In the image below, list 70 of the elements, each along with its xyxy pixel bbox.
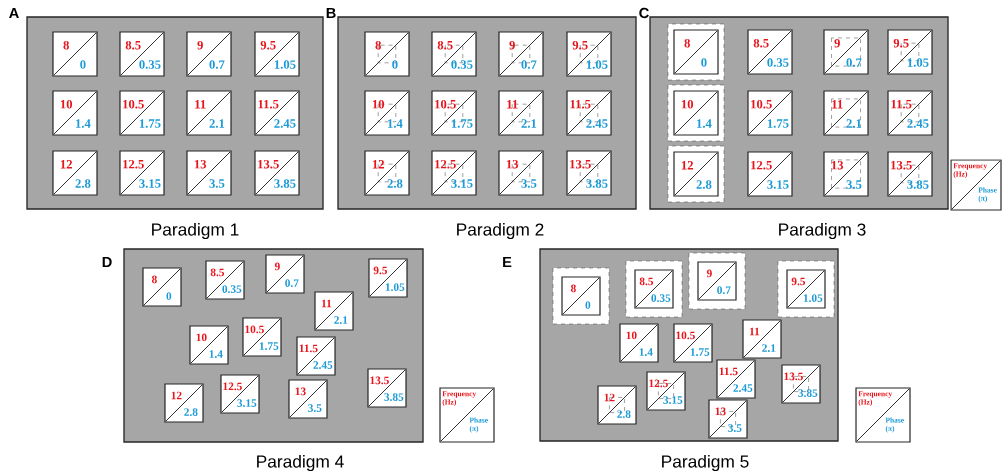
panel-letter: D [102,256,112,268]
stimulus-square: 10 1.4 [619,323,659,363]
panel-letter: A [9,7,19,19]
panel-caption: Paradigm 4 [257,454,344,472]
stimulus-square: 11.5 2.45 [716,359,756,399]
stimulus-square: 13.5 3.85 [367,368,407,408]
stimulus-square: 9.5 1.05 [254,31,300,77]
stimulus-square: 10 1.4 [52,90,98,136]
stimulus-square: 8 0 [552,267,610,325]
stimulus-square: 12 2.8 [667,145,725,203]
panel-caption: Paradigm 5 [662,454,749,472]
stimulus-square: 13 3.5 [186,150,232,196]
stimulus-square: 12 2.8 [52,150,98,196]
stimulus-square: 8.5 0.35 [205,260,245,300]
panel-caption: Paradigm 2 [457,222,544,240]
stimulus-square: 11.5 2.45 [296,336,336,376]
stimulus-square: 13 3.5 [823,151,869,197]
stimulus-square: 12.5 3.15 [119,150,165,196]
stimulus-square: 13 3.5 [498,150,544,196]
stimulus-square: 11 2.1 [823,90,869,136]
stimulus-square: 9.5 1.05 [777,260,835,318]
stimulus-square: 10.5 1.75 [747,90,793,136]
stimulus-square: 13.5 3.85 [566,150,612,196]
stimulus-square: 8.5 0.35 [747,29,793,75]
stimulus-square: 10 1.4 [364,90,410,136]
stimulus-square: 13 3.5 [708,399,748,439]
stimulus-square: 12 2.8 [597,385,637,425]
stimulus-square: 9 0.7 [498,31,544,77]
stimulus-square: 9.5 1.05 [368,258,408,298]
stimulus-square: 8 0 [142,267,182,307]
stimulus-square: 10.5 1.75 [242,317,282,357]
stimulus-square: 8.5 0.35 [431,31,477,77]
stimulus-square: 13.5 3.85 [781,364,821,404]
stimulus-square: 9.5 1.05 [566,31,612,77]
stimulus-square: 9 0.7 [265,254,305,294]
panel-caption: Paradigm 1 [152,222,239,240]
stimulus-square: 12.5 3.15 [220,374,260,414]
stimulus-square: 9 0.7 [823,29,869,75]
stimulus-square: 11 2.1 [498,90,544,136]
stimulus-square: 11 2.1 [186,90,232,136]
stimulus-square: 10 1.4 [189,325,229,365]
stimulus-square: 9 0.7 [688,252,746,310]
stimulus-square: 12 2.8 [364,150,410,196]
stimulus-square: 11.5 2.45 [887,90,933,136]
stimulus-square: 10.5 1.75 [119,90,165,136]
panel-caption: Paradigm 3 [779,222,866,240]
stimulus-square: 13.5 3.85 [887,151,933,197]
panel-letter: E [503,256,512,268]
stimulus-square: 12.5 3.15 [646,371,686,411]
stimulus-square: 9 0.7 [186,31,232,77]
stimulus-square: 8.5 0.35 [119,31,165,77]
stimulus-square: 8 0 [52,31,98,77]
stimulus-square: 8 0 [667,23,725,81]
panel-letter: C [639,7,649,19]
panel-letter: B [326,7,336,19]
stimulus-square: 8.5 0.35 [625,260,683,318]
stimulus-square: 12 2.8 [164,383,204,423]
stimulus-square: 10 1.4 [667,84,725,142]
stimulus-square: 10.5 1.75 [431,90,477,136]
stimulus-square: 11 2.1 [742,319,782,359]
stimulus-square: 13 3.5 [288,379,328,419]
stimulus-square: 11 2.1 [314,291,354,331]
stimulus-square: 11.5 2.45 [254,90,300,136]
stimulus-square: 12.5 3.15 [747,151,793,197]
stimulus-square: 10.5 1.75 [673,323,713,363]
stimulus-square: 9.5 1.05 [887,29,933,75]
stimulus-square: 11.5 2.45 [566,90,612,136]
stimulus-square: 12.5 3.15 [431,150,477,196]
stimulus-square: 13.5 3.85 [254,150,300,196]
stimulus-square: 8 0 [364,31,410,77]
